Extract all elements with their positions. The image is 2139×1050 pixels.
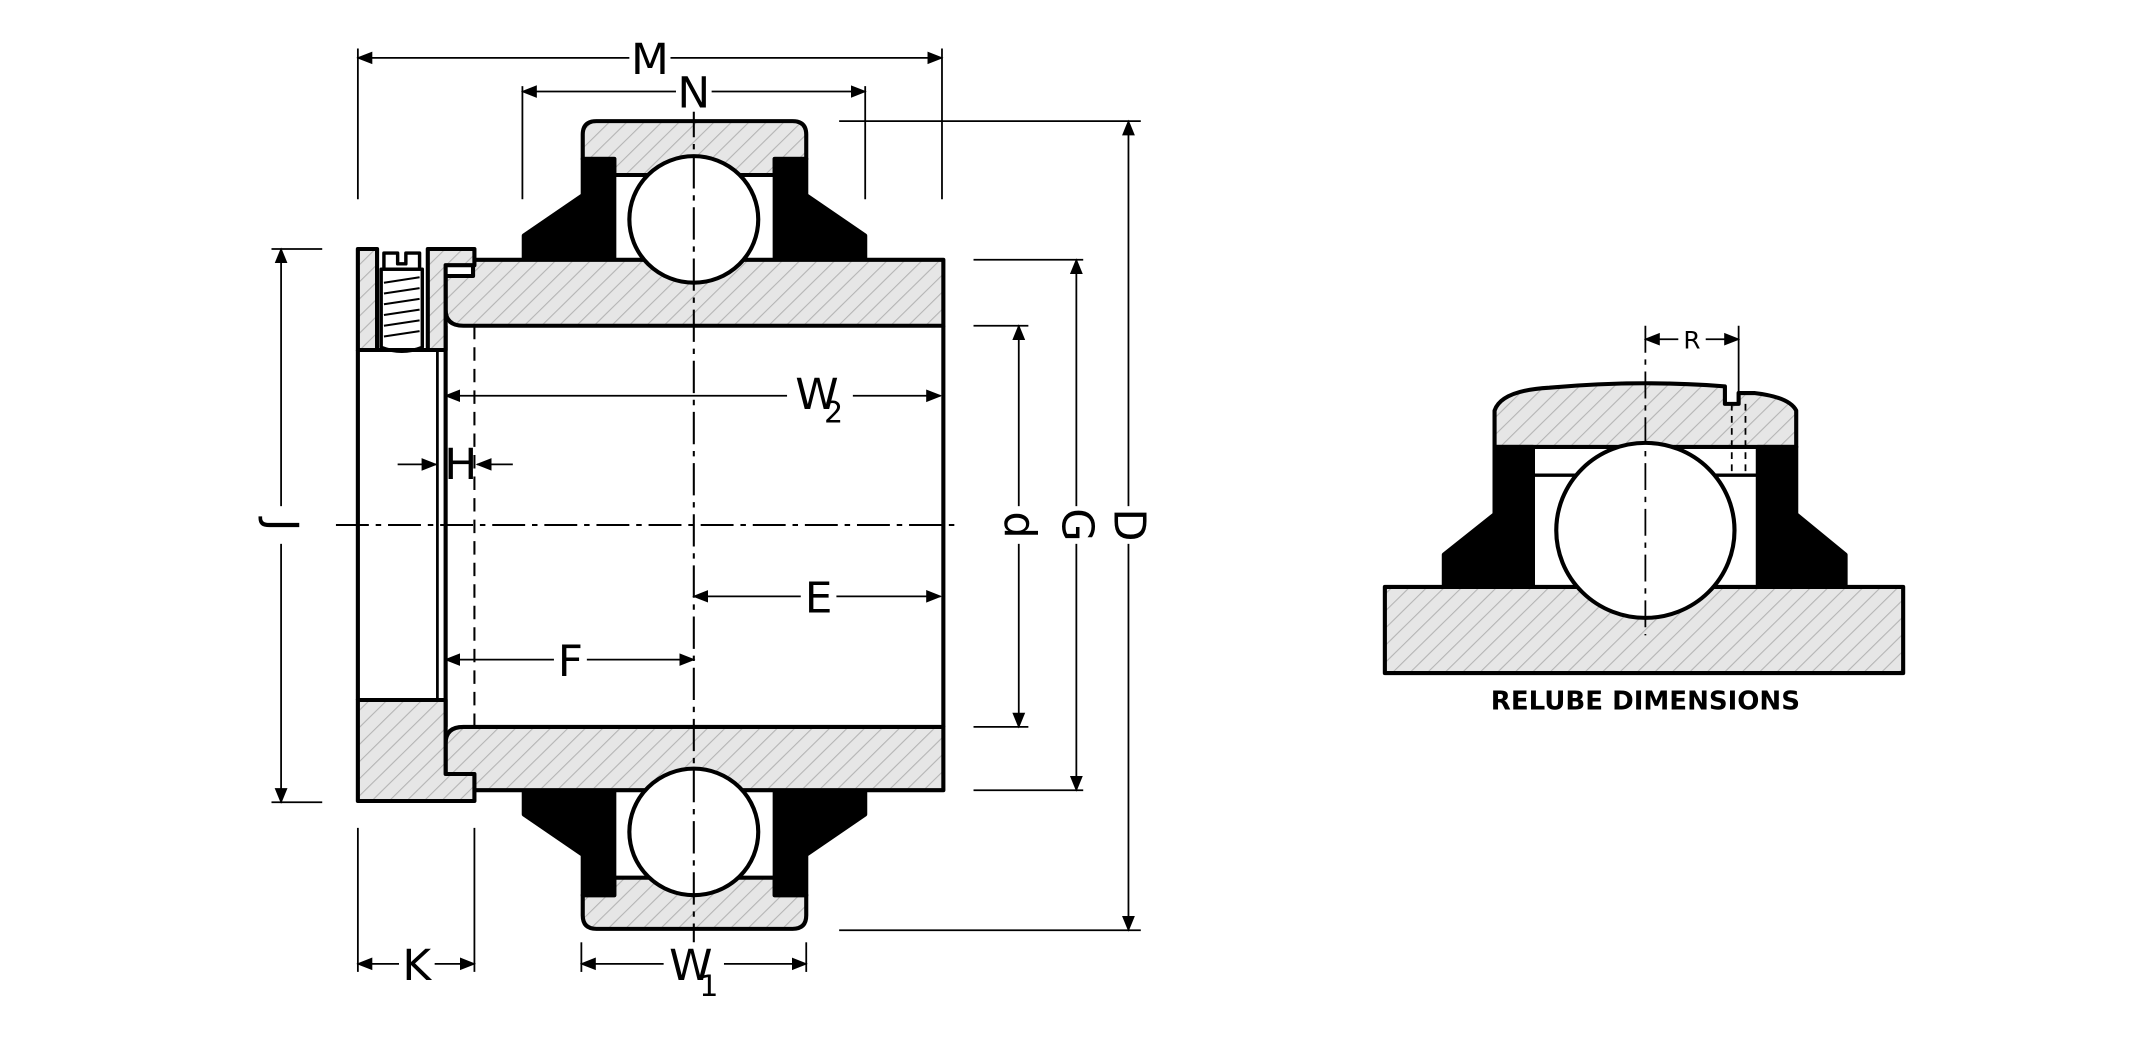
seal-bottom-left (521, 789, 617, 898)
extension-lines (271, 48, 1141, 972)
collar-bottom (355, 697, 477, 803)
seal-top-left (521, 156, 617, 261)
label-N: N (677, 69, 710, 119)
label-F: F (558, 637, 583, 687)
label-d: d (994, 511, 1044, 538)
seal-bottom-right (772, 789, 868, 898)
label-W2-subscript: 2 (824, 396, 843, 431)
label-J: J (256, 516, 306, 532)
label-G: G (1052, 508, 1102, 541)
collar-plate (355, 247, 380, 353)
seal-top-right (772, 156, 868, 261)
label-M: M (631, 35, 669, 85)
label-W1: W (669, 941, 712, 991)
label-E: E (805, 574, 833, 624)
set-screw-thread (383, 276, 420, 338)
label-D: D (1104, 508, 1154, 541)
label-R: R (1683, 326, 1700, 355)
relube-outer-ring (1492, 381, 1799, 449)
label-K: K (402, 941, 432, 991)
relube-caption: RELUBE DIMENSIONS (1491, 687, 1800, 717)
label-W2: W (795, 371, 838, 421)
label-W1-subscript: 1 (699, 969, 718, 1004)
set-screw-head (382, 251, 422, 271)
relube-detail-view (1382, 381, 1906, 676)
dimension-labels: M N W 2 H E F K W 1 J d G D (256, 35, 1154, 1004)
label-H: H (444, 441, 477, 491)
relube-seal-right (1755, 444, 1848, 589)
relube-seal-left (1441, 444, 1536, 589)
